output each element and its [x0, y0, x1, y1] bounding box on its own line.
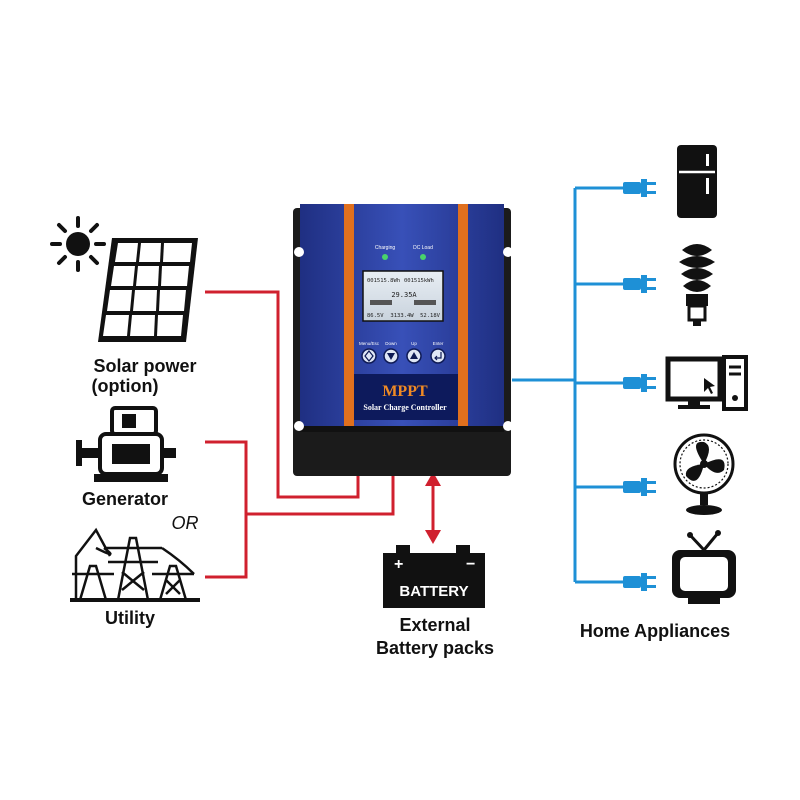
plug-icon	[623, 179, 656, 197]
subtitle-text: Solar Charge Controller	[363, 403, 447, 412]
sun-icon	[50, 216, 106, 272]
solar-label-line2: (option)	[91, 376, 159, 396]
svg-text:+: +	[394, 556, 403, 573]
lcd-top-right: 001515kWh	[404, 278, 434, 284]
lightbulb-icon	[679, 244, 715, 326]
utility-wire	[205, 514, 248, 579]
mppt-controller: Charging DC Load 001515.8Wh 001515kWh 29…	[293, 204, 513, 476]
lcd-voltage-left: 86.5V	[367, 313, 384, 319]
brand-text: MPPT	[382, 383, 428, 400]
led-charging-label: Charging	[375, 245, 396, 251]
solar-panel-icon	[98, 238, 198, 342]
utility-label: Utility	[104, 608, 155, 628]
plug-icon	[623, 573, 656, 591]
btn-menu-label: Menu/Esc	[359, 341, 380, 346]
battery-caption-line2: Battery packs	[375, 638, 495, 658]
battery-icon-label: BATTERY	[399, 583, 468, 600]
generator-icon	[76, 406, 176, 482]
output-wires	[512, 186, 623, 584]
appliance-plugs	[623, 179, 656, 591]
brand-panel	[354, 374, 458, 420]
lcd-bar-right	[414, 300, 436, 305]
enter-button[interactable]	[430, 348, 446, 364]
solar-label-line1: Solar power	[93, 356, 197, 376]
lcd-screen	[362, 270, 444, 322]
arrow-up-icon	[410, 352, 418, 359]
lcd-top-left: 001515.8Wh	[367, 278, 400, 284]
charging-led	[382, 254, 388, 260]
plug-icon	[623, 374, 656, 392]
menu-button[interactable]	[361, 348, 377, 364]
down-button[interactable]	[383, 348, 399, 364]
refrigerator-icon	[677, 145, 717, 218]
home-appliances-label: Home Appliances	[579, 621, 731, 641]
plug-icon	[623, 275, 656, 293]
led-dc-load-label: DC Load	[413, 245, 433, 251]
svg-text:−: −	[466, 556, 475, 573]
lcd-power: 3133.4W	[390, 313, 414, 319]
up-button[interactable]	[406, 348, 422, 364]
lcd-voltage-right: 52.18V	[420, 313, 441, 319]
tv-icon	[672, 530, 736, 604]
power-tower-icon	[70, 527, 200, 602]
btn-enter-label: Enter	[433, 341, 444, 346]
arrow-down-icon	[387, 353, 395, 360]
lcd-current: 29.35A	[391, 291, 417, 299]
battery-caption-line1: External	[399, 615, 471, 635]
computer-icon	[665, 355, 748, 411]
fan-icon	[673, 433, 735, 515]
plug-icon	[623, 478, 656, 496]
battery-icon: + − BATTERY	[383, 545, 485, 608]
lcd-bar-left	[370, 300, 392, 305]
enter-icon	[434, 352, 442, 361]
btn-down-label: Down	[385, 341, 397, 346]
battery-arrow-up	[425, 472, 441, 486]
solar-wire	[205, 290, 360, 499]
or-label: OR	[171, 513, 199, 533]
btn-up-label: Up	[411, 341, 417, 346]
generator-label: Generator	[81, 489, 169, 509]
battery-arrow-down	[425, 530, 441, 544]
mounting-holes	[294, 247, 513, 431]
dc-load-led	[420, 254, 426, 260]
input-wires	[205, 290, 441, 579]
diamond-icon	[364, 350, 374, 362]
